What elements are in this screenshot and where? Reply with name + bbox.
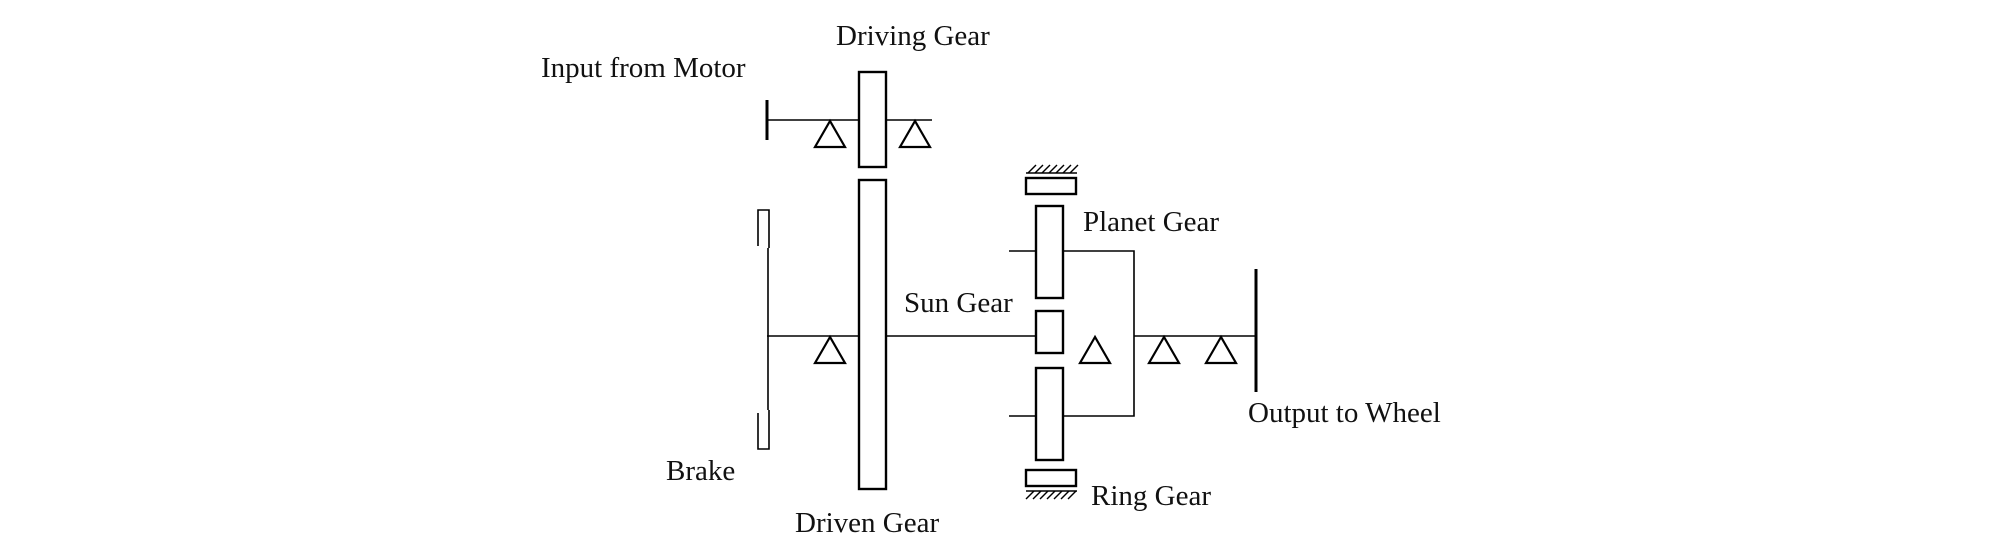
label-brake: Brake xyxy=(666,455,735,487)
label-planet-gear: Planet Gear xyxy=(1083,206,1219,238)
label-driving-gear: Driving Gear xyxy=(836,20,990,52)
ring-gear-bottom xyxy=(1024,468,1078,500)
planet-carrier xyxy=(1063,250,1135,417)
driving-gear xyxy=(857,70,888,169)
bearing-input-left xyxy=(813,118,847,149)
input-shaft xyxy=(765,100,932,140)
bearing-middle-shaft xyxy=(813,334,847,365)
bearing-output-right xyxy=(1204,334,1238,365)
ring-gear-top xyxy=(1024,164,1079,196)
label-output-to-wheel: Output to Wheel xyxy=(1248,397,1441,429)
planet-gear-top xyxy=(1034,204,1065,300)
planet-gear-bottom xyxy=(1034,366,1065,462)
label-sun-gear: Sun Gear xyxy=(904,287,1013,319)
bearing-sun xyxy=(1078,334,1112,365)
bearing-output-left xyxy=(1147,334,1181,365)
driven-gear xyxy=(857,178,888,491)
label-ring-gear: Ring Gear xyxy=(1091,480,1211,512)
brake xyxy=(757,209,770,450)
label-driven-gear: Driven Gear xyxy=(795,507,939,539)
sun-gear xyxy=(1034,309,1065,355)
bearing-input-right xyxy=(898,118,932,149)
label-input-from-motor: Input from Motor xyxy=(541,52,746,84)
